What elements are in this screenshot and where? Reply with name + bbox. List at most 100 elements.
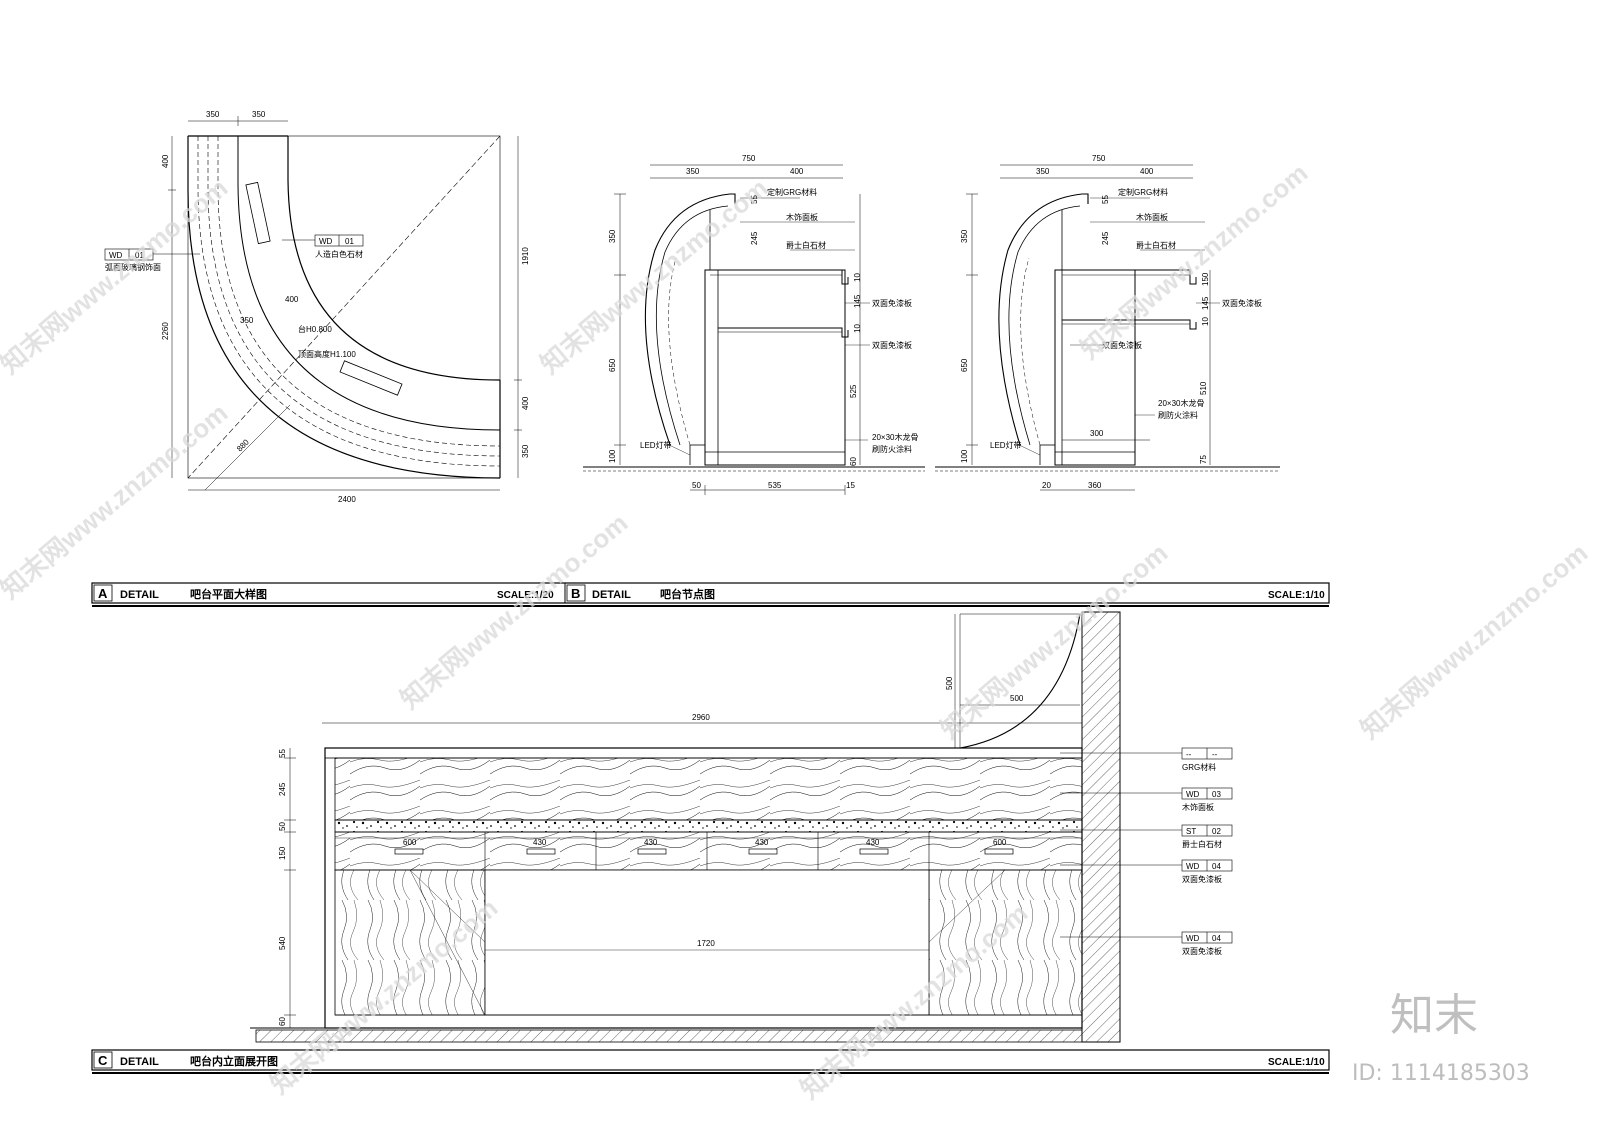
br-note-grg: 定制GRG材料 <box>1118 187 1168 197</box>
c-tag-label-5: 双面免漆板 <box>1182 946 1222 956</box>
plan-dim-inner-350: 350 <box>240 316 254 325</box>
grg-shell-outer-right <box>998 193 1089 446</box>
br-r-245: 245 <box>1101 231 1110 245</box>
plan-dim-bottom: 2400 <box>338 495 356 504</box>
watermark-6: 知末网www.znzmo.com <box>935 537 1174 744</box>
bl-note-wood: 木饰面板 <box>786 212 818 222</box>
bl-led: LED灯带 <box>640 440 672 450</box>
bl-v-350: 350 <box>608 229 617 243</box>
wall-section <box>1081 611 1121 1043</box>
br-inner-300: 300 <box>1090 429 1104 438</box>
br-r-10: 10 <box>1201 317 1210 326</box>
br-note-wood: 木饰面板 <box>1136 212 1168 222</box>
c-tag-code-4: WD <box>1186 862 1200 871</box>
bl-r-55: 55 <box>750 195 759 204</box>
plan-dim-inner-400: 400 <box>285 295 299 304</box>
br-note-board-2: 双面免漆板 <box>1102 340 1142 350</box>
br-v-100: 100 <box>960 449 969 463</box>
image-id: ID: 1114185303 <box>1352 1061 1530 1086</box>
br-top-a: 350 <box>1036 167 1050 176</box>
floor-section <box>255 1029 1083 1043</box>
plan-tag-num-1: 01 <box>135 251 144 260</box>
bl-r-145: 145 <box>853 294 862 308</box>
br-r-55: 55 <box>1101 195 1110 204</box>
bl-top-total: 750 <box>742 154 756 163</box>
bl-r-245: 245 <box>750 231 759 245</box>
br-b-360: 360 <box>1088 481 1102 490</box>
bl-top-a: 350 <box>686 167 700 176</box>
br-top-total: 750 <box>1092 154 1106 163</box>
panel-a-plan <box>104 116 522 491</box>
bl-note-joist: 20×30木龙骨 <box>872 432 918 442</box>
counter-inner-curve <box>287 136 501 381</box>
bl-b-50: 50 <box>692 481 701 490</box>
br-r-510: 510 <box>1199 381 1208 395</box>
panel-c-labels: 2960 500 500 55 245 50 150 540 60 600 43… <box>278 676 1222 1026</box>
panel-b-left-labels: 750 350 400 350 650 100 55 245 10 145 10… <box>608 154 918 490</box>
title-bar-ab-labels: A DETAIL 吧台平面大样图 SCALE:1/20 B DETAIL 吧台节… <box>98 586 1325 601</box>
br-b-20: 20 <box>1042 481 1051 490</box>
plan-dim-right-low: 350 <box>521 444 530 458</box>
c-curve-w: 500 <box>1010 694 1024 703</box>
title-bar-c-labels: C DETAIL 吧台内立面展开图 SCALE:1/10 <box>98 1053 1325 1068</box>
c-drawer-2: 430 <box>533 838 547 847</box>
plan-dim-right-mid: 400 <box>521 396 530 410</box>
br-note-stone: 爵士白石材 <box>1136 240 1176 250</box>
cabinet-body-left <box>704 269 846 466</box>
c-total: 2960 <box>692 713 710 722</box>
c-opening: 1720 <box>697 939 715 948</box>
watermark-3: 知末网www.znzmo.com <box>1075 157 1314 364</box>
watermark-2: 知末网www.znzmo.com <box>535 172 774 379</box>
plan-level-1: 台H0.800 <box>298 324 332 334</box>
plan-tag-label-1: 弧面玻璃钢饰面 <box>105 262 161 272</box>
bl-r-10b: 10 <box>853 324 862 333</box>
br-top-b: 400 <box>1140 167 1154 176</box>
br-r-75: 75 <box>1199 455 1208 464</box>
bl-v-650: 650 <box>608 358 617 372</box>
bl-b-15: 15 <box>846 481 855 490</box>
lower-right-cabinet <box>928 869 1083 1016</box>
c-v-150: 150 <box>278 846 287 860</box>
br-note-fire: 刷防火涂料 <box>1158 410 1198 420</box>
panel-b-right-section <box>935 164 1280 491</box>
grg-shell-outer-left <box>644 193 736 446</box>
tb-b-letter: B <box>571 586 580 601</box>
panel-c-elevation <box>250 611 1233 1043</box>
tb-b-scale: SCALE:1/10 <box>1268 590 1325 601</box>
plan-tag-num-2: 01 <box>345 237 354 246</box>
tb-a-title: 吧台平面大样图 <box>190 587 267 601</box>
counter-dash-curve-2 <box>207 136 501 457</box>
c-drawer-3: 430 <box>644 838 658 847</box>
plan-diagonal <box>187 135 501 479</box>
grg-curve-elevation <box>959 613 1081 749</box>
c-tag-label-3: 爵士白石材 <box>1182 839 1222 849</box>
bl-b-535: 535 <box>768 481 782 490</box>
c-tag-num-2: 03 <box>1212 790 1221 799</box>
br-r-150: 150 <box>1201 272 1210 286</box>
grg-shell-inner-right <box>1008 205 1081 446</box>
tb-c-letter: C <box>98 1053 108 1068</box>
plan-dim-right-total: 1910 <box>521 247 530 265</box>
c-tag-code-1: -- <box>1186 750 1192 759</box>
brand-logo-text: 知末 <box>1390 990 1478 1041</box>
stone-band <box>334 819 1083 833</box>
counter-dash-curve-3 <box>217 136 501 447</box>
c-drawer-6: 600 <box>993 838 1007 847</box>
wood-panel-band <box>334 757 1083 821</box>
bl-r-60: 60 <box>849 457 858 466</box>
plan-dim-left-main: 2260 <box>161 322 170 340</box>
c-drawer-1: 600 <box>403 838 417 847</box>
c-tag-label-2: 木饰面板 <box>1182 802 1214 812</box>
tb-b-title: 吧台节点图 <box>660 587 715 601</box>
tb-c-title: 吧台内立面展开图 <box>190 1054 278 1068</box>
c-tag-label-1: GRG材料 <box>1182 762 1216 772</box>
open-bay <box>484 869 930 1016</box>
c-tag-code-5: WD <box>1186 934 1200 943</box>
bl-note-board-1: 双面免漆板 <box>872 298 912 308</box>
tb-a-scale: SCALE:1/20 <box>497 590 554 601</box>
title-bar-c <box>91 1049 1330 1074</box>
plan-tag-code-2: WD <box>319 237 333 246</box>
bl-r-525: 525 <box>849 384 858 398</box>
bl-top-b: 400 <box>790 167 804 176</box>
c-curve-h: 500 <box>945 676 954 690</box>
